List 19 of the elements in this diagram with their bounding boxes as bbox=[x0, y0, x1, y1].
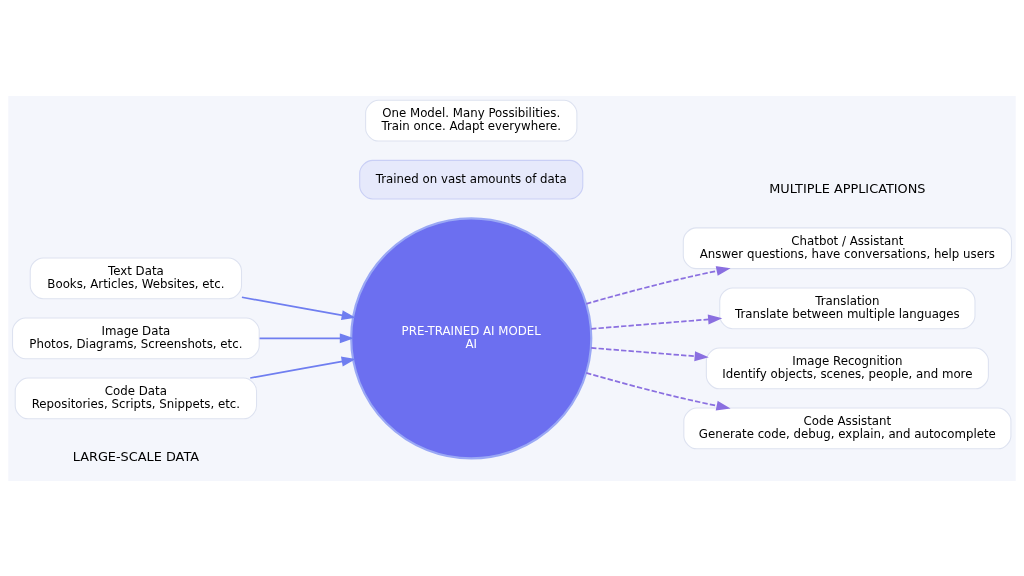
node-box: Image Recognition Identify objects, scenes, people, and more bbox=[705, 347, 989, 389]
node-box: Text Data Books, Articles, Websites, etc. bbox=[29, 256, 243, 299]
node-box: Trained on vast amounts of data bbox=[359, 159, 584, 199]
arrow bbox=[585, 371, 731, 411]
arrow bbox=[249, 356, 356, 379]
node-box: Code Assistant Generate code, debug, explain, and autocomplete bbox=[683, 407, 1012, 449]
node-box: Image Data Photos, Diagrams, Screenshots, etc. bbox=[12, 316, 260, 359]
label: MULTIPLE APPLICATIONS bbox=[769, 180, 926, 196]
arrow bbox=[241, 295, 356, 320]
node-circle: PRE-TRAINED AI MODEL AI bbox=[350, 216, 593, 459]
arrow bbox=[585, 265, 731, 305]
arrow bbox=[258, 332, 354, 343]
node-box: Code Data Repositories, Scripts, Snippets, etc. bbox=[14, 377, 258, 419]
arrow bbox=[590, 346, 709, 361]
node-box: One Model. Many Possibilities. Train once. Adapt everywhere. bbox=[365, 99, 578, 142]
node-box: Translation Translate between multiple languages bbox=[719, 286, 976, 329]
label: LARGE-SCALE DATA bbox=[72, 448, 200, 464]
arrow bbox=[590, 313, 723, 330]
node-box: Chatbot / Assistant Answer questions, have conversations, help users bbox=[682, 226, 1012, 269]
